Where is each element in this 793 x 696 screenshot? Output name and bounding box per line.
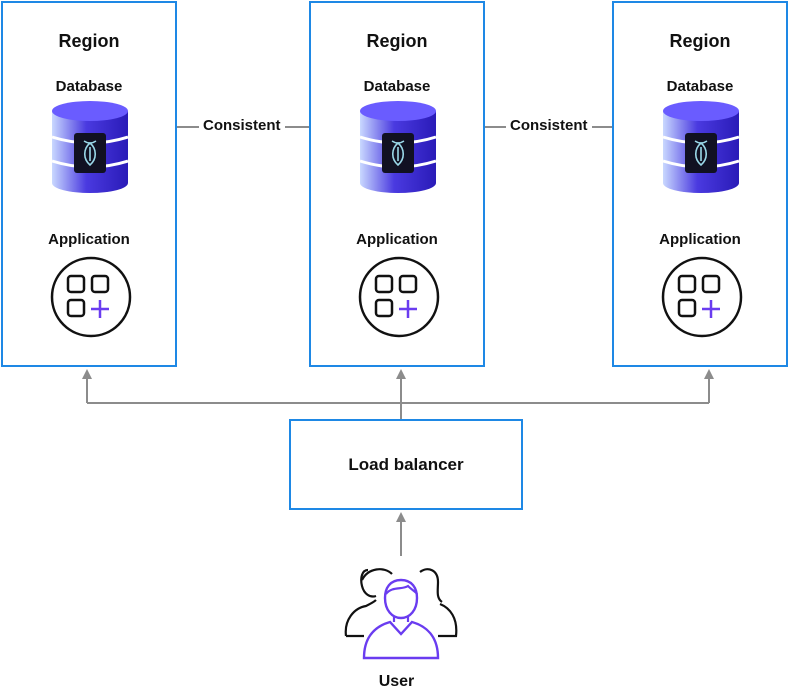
region-box-3: Region Database Application (612, 1, 788, 367)
region-title: Region (669, 31, 731, 51)
consistent-label-1: Consistent (199, 117, 285, 134)
database-icon (51, 101, 129, 193)
application-label: Application (48, 231, 130, 248)
application-label: Application (356, 231, 438, 248)
region-box-2: Region Database Application (309, 1, 485, 367)
load-balancer-label: Load balancer (348, 454, 464, 474)
consistent-label-2: Consistent (506, 117, 592, 134)
application-grid-icon (661, 256, 743, 338)
load-balancer-box: Load balancer (289, 419, 523, 510)
application-grid-icon (50, 256, 132, 338)
region-title: Region (366, 31, 428, 51)
database-label: Database (363, 78, 431, 95)
database-icon (662, 101, 740, 193)
region-title: Region (58, 31, 120, 51)
application-label: Application (659, 231, 741, 248)
region-box-1: Region Database Application (1, 1, 177, 367)
database-label: Database (666, 78, 734, 95)
database-label: Database (55, 78, 123, 95)
database-icon (359, 101, 437, 193)
application-grid-icon (358, 256, 440, 338)
user-label: User (378, 673, 415, 690)
users-icon (344, 568, 458, 660)
